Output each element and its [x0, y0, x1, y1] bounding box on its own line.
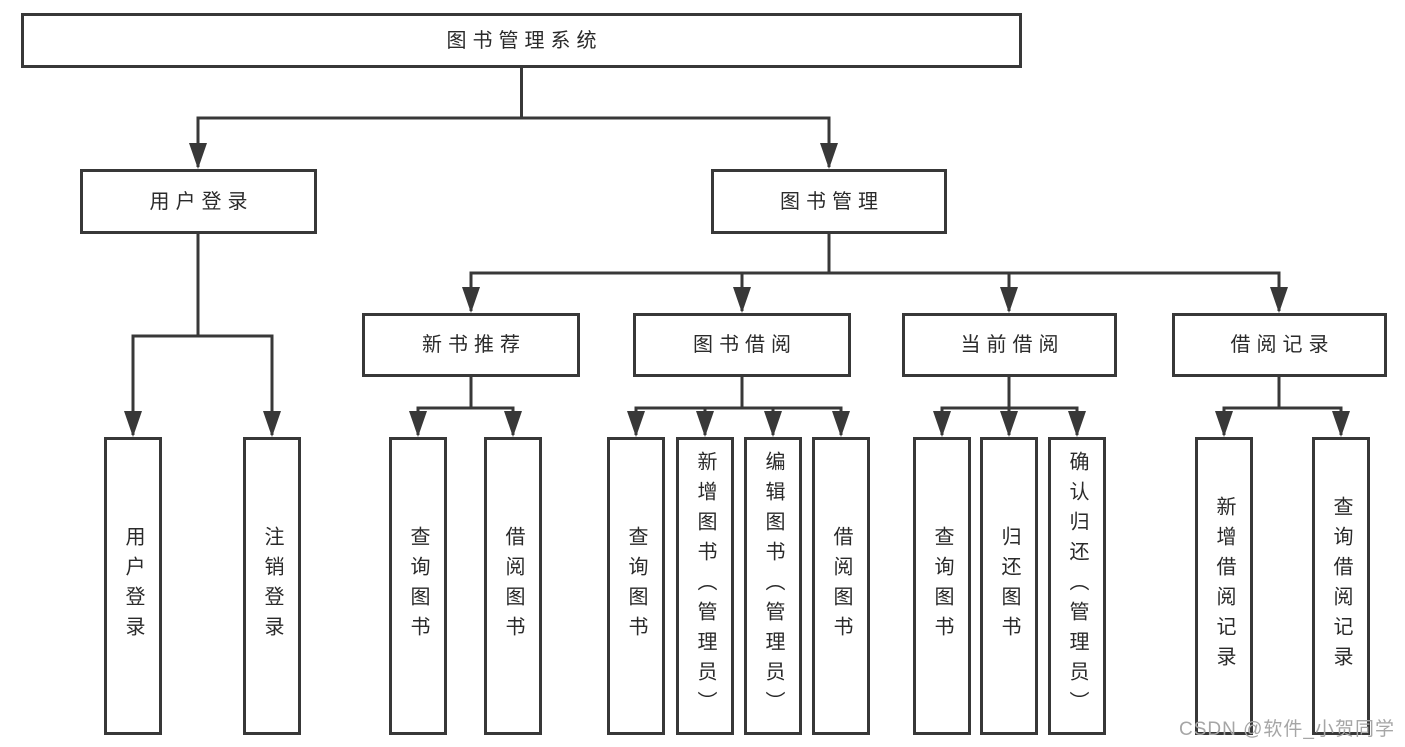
leaf-user-login: 用户登录 [104, 437, 162, 735]
leaf-query-book-borrow: 查询图书 [607, 437, 665, 735]
leaf-borrow-book: 借阅图书 [812, 437, 870, 735]
leaf-confirm-return-admin: 确认归还（管理员） [1048, 437, 1106, 735]
node-current-borrow: 当前借阅 [902, 313, 1117, 377]
watermark: CSDN @软件_小贺同学 [1179, 719, 1395, 740]
leaf-add-book-admin: 新增图书（管理员） [676, 437, 734, 735]
leaf-query-book-current: 查询图书 [913, 437, 971, 735]
node-new-book-recommend: 新书推荐 [362, 313, 580, 377]
leaf-borrow-book-recommend: 借阅图书 [484, 437, 542, 735]
node-book-management: 图书管理 [711, 169, 947, 234]
leaf-logout-login: 注销登录 [243, 437, 301, 735]
node-borrow-record: 借阅记录 [1172, 313, 1387, 377]
leaf-query-borrow-record: 查询借阅记录 [1312, 437, 1370, 735]
node-library-system-root: 图书管理系统 [21, 13, 1022, 68]
leaf-query-book-recommend: 查询图书 [389, 437, 447, 735]
arrowheads [124, 143, 1350, 437]
node-user-login: 用户登录 [80, 169, 317, 234]
leaf-edit-book-admin: 编辑图书（管理员） [744, 437, 802, 735]
leaf-add-borrow-record: 新增借阅记录 [1195, 437, 1253, 735]
node-book-borrow: 图书借阅 [633, 313, 851, 377]
leaf-return-book: 归还图书 [980, 437, 1038, 735]
